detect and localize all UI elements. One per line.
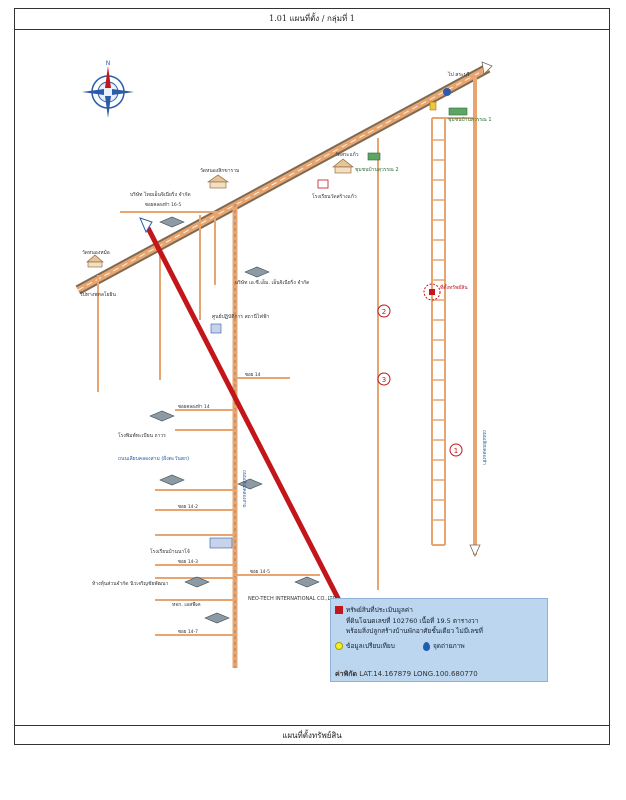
svg-text:3: 3 xyxy=(382,376,386,384)
label-left-road: ไปทางพหลโยธิน xyxy=(79,291,117,298)
label-soi-2: ซอยคลองห้า 14 xyxy=(178,404,210,410)
property-location-marker xyxy=(423,283,441,301)
coordinates: ค่าพิกัด LAT.14.167879 LONG.100.680770 xyxy=(335,669,478,680)
label-road-left: ถนนเลียบคลองสาม xyxy=(241,470,247,508)
legend-comparable: ข้อมูลเปรียบเทียบ xyxy=(335,641,395,651)
photo-point-2: 2 xyxy=(377,304,391,318)
svg-text:1: 1 xyxy=(454,447,458,455)
map-caption: แผนที่ตั้งทรัพย์สิน xyxy=(14,725,610,745)
latitude: LAT.14.167879 xyxy=(359,670,412,678)
photo-point-1: 1 xyxy=(449,443,463,457)
lane-rungs xyxy=(432,139,445,521)
map-frame xyxy=(14,8,610,745)
label-shop: ห้างหุ้นส่วนจำกัด นิวเจริญชัยพัฒนา xyxy=(92,580,169,587)
legend-property: ทรัพย์สินที่ประเมินมูลค่า xyxy=(335,605,413,615)
label-company-1: บริษัท ไทยเอ็นจิเนียริ่ง จำกัด xyxy=(130,190,191,198)
legend-photo-point: จุดถ่ายภาพ xyxy=(423,641,465,651)
comparable-dot-icon xyxy=(335,642,343,650)
label-community-1: ชุมชนบ้านสุวรรณ 1 xyxy=(448,116,492,123)
label-school: โรงเรียนวัดสร้างแก้ว xyxy=(312,193,357,200)
label-factory-2: หจก. เอสพีเค xyxy=(172,601,201,608)
label-soi-4: ซอย 14-2 xyxy=(178,504,198,510)
label-north-end: ไป สระบุรี xyxy=(447,71,470,78)
label-community-2: ชุมชนบ้านสุวรรณ 2 xyxy=(355,166,399,173)
legend-property-line2: พร้อมสิ่งปลูกสร้างบ้านพักอาศัยชั้นเดียว … xyxy=(346,627,483,635)
longitude: LONG.100.680770 xyxy=(413,670,478,678)
label-property: ที่ตั้งทรัพย์สิน xyxy=(440,282,468,291)
label-company-3: ศูนย์ปฏิบัติการ สถานีไฟฟ้า xyxy=(212,313,269,320)
access-route xyxy=(145,226,346,610)
legend-property-title: ทรัพย์สินที่ประเมินมูลค่า xyxy=(346,606,413,614)
label-school-2: โรงเรียนบ้านนาโจ้ xyxy=(150,548,190,555)
label-factory-1: โรงพิมพ์ทะเบียน ถาวร xyxy=(118,432,166,439)
compass-icon: N xyxy=(82,60,134,118)
arrow-right-icon xyxy=(481,61,493,75)
label-soi-1: ซอยคลองห้า 16-5 xyxy=(145,202,181,208)
map-legend: ทรัพย์สินที่ประเมินมูลค่า ที่ดินโฉนดเลขท… xyxy=(330,598,548,682)
page-title: 1.01 แผนที่ตั้ง / กลุ่มที่ 1 xyxy=(14,8,610,30)
label-company-2: บริษัท เอ.ซี.เอ็ม. เอ็นจิเนียริ่ง จำกัด xyxy=(235,278,309,286)
legend-comparable-text: ข้อมูลเปรียบเทียบ xyxy=(346,642,395,650)
main-highway xyxy=(75,63,491,295)
property-square-icon xyxy=(429,289,435,295)
road-network xyxy=(97,75,477,668)
label-road-main: ถนนเลียบคลองสาม (ฝั่งตะวันตก) xyxy=(118,455,189,462)
water-drop-icon xyxy=(423,641,430,651)
photo-point-3: 3 xyxy=(377,372,391,386)
building-icons xyxy=(86,88,468,624)
label-temple-left: วัดหนองหม้อ xyxy=(82,249,110,256)
legend-photo-text: จุดถ่ายภาพ xyxy=(433,642,465,650)
label-temple-1: วัดหนองสิกขาราม xyxy=(200,167,239,174)
arrow-start-icon xyxy=(139,217,153,234)
label-soi-3: ซอย 14 xyxy=(245,372,261,378)
coord-label: ค่าพิกัด xyxy=(335,670,358,678)
property-square-icon xyxy=(335,606,343,614)
label-temple-2: วัดสระแก้ว xyxy=(335,151,359,158)
label-soi-7: ซอย 14-7 xyxy=(178,629,198,635)
label-soi-6: ซอย 14-5 xyxy=(250,569,270,575)
label-neo-tech: NEO-TECH INTERNATIONAL CO.,LTD xyxy=(248,596,337,602)
arrow-down-icon xyxy=(469,544,481,557)
label-road-east: ถนนเลียบคลองห้า xyxy=(481,430,487,465)
svg-text:N: N xyxy=(106,60,111,67)
legend-property-line1: ที่ดินโฉนดเลขที่ 102760 เนื้อที่ 19.5 ตา… xyxy=(346,617,479,625)
label-soi-5: ซอย 14-3 xyxy=(178,559,198,565)
svg-text:2: 2 xyxy=(382,308,386,316)
